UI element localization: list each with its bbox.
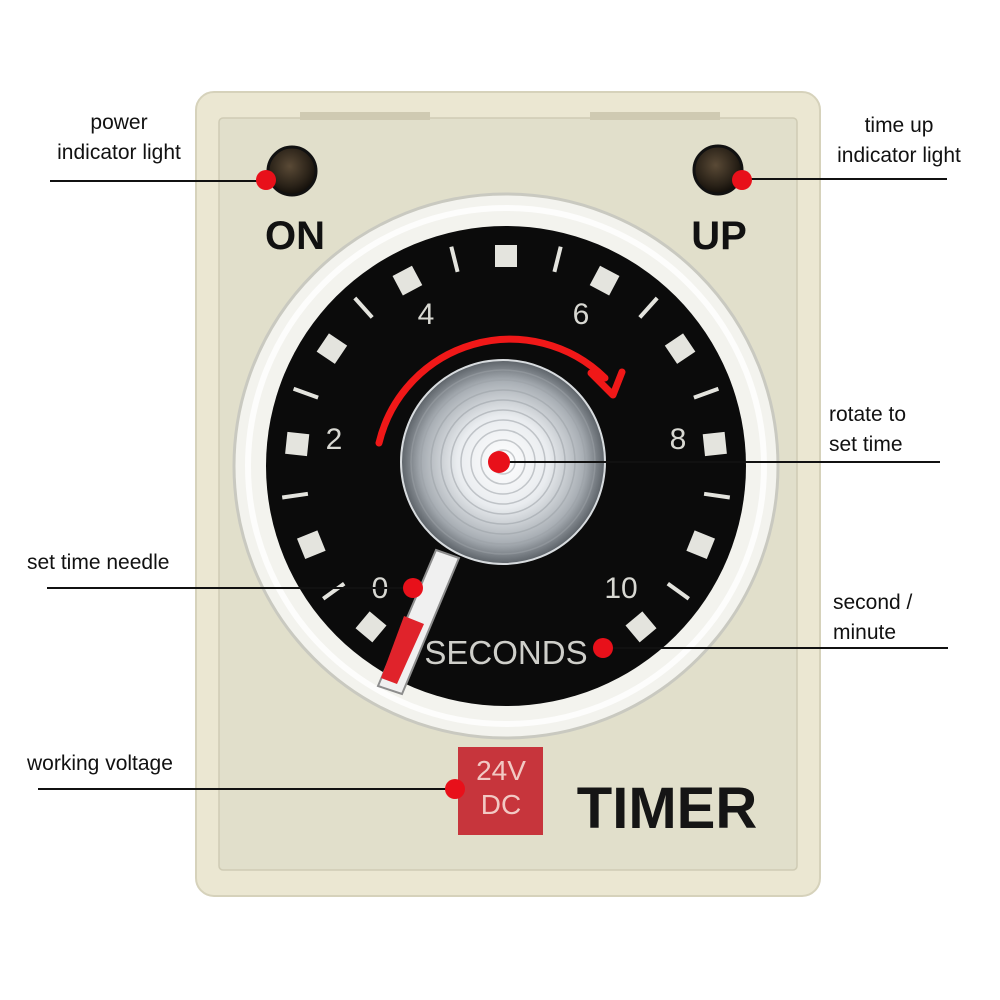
dial-major-tick (296, 530, 326, 560)
time-up-callout: time up indicator light (823, 111, 975, 171)
time-up-callout-line2: indicator light (837, 144, 961, 167)
power-light-callout-line1: power (90, 111, 148, 134)
needle-red-tip (381, 616, 424, 684)
dial-number-10: 10 (604, 572, 637, 605)
dial-major-tick (589, 265, 620, 296)
unit-marker (593, 638, 613, 658)
voltage-marker (445, 779, 465, 799)
dial-major-tick (316, 333, 348, 364)
dial-major-tick (625, 611, 657, 643)
dial-major-tick (285, 431, 310, 457)
dial-number-6: 6 (573, 298, 590, 331)
dial-minor-tick (353, 296, 374, 319)
dial-minor-tick (666, 581, 690, 601)
dial-major-tick (702, 431, 727, 457)
needle-callout: set time needle (27, 548, 169, 578)
dial-major-tick (686, 530, 716, 560)
dial-minor-tick (703, 491, 731, 500)
knob-grip-rings (410, 369, 596, 555)
dial-major-tick (392, 265, 423, 296)
time-up-callout-line1: time up (864, 114, 934, 137)
dial-minor-tick (638, 296, 659, 319)
voltage-callout: working voltage (27, 749, 173, 779)
dial-number-2: 2 (326, 423, 343, 456)
dial-major-tick (664, 333, 696, 364)
dial-tick-marks (281, 245, 731, 643)
unit-callout-line2: minute (833, 621, 897, 644)
dial-numbers: 0 2 4 6 8 10 (326, 298, 687, 605)
voltage-badge-line1: 24V (476, 755, 526, 786)
voltage-badge-line2: DC (481, 789, 521, 820)
knob-marker (488, 451, 510, 473)
set-time-needle[interactable] (376, 548, 461, 696)
dial-unit-label: SECONDS (424, 634, 587, 671)
voltage-callout-line1: working voltage (27, 752, 173, 775)
power-indicator-light (266, 145, 318, 197)
top-slot-right (590, 112, 720, 120)
dial-minor-tick (449, 246, 460, 273)
dial-cover-ring (245, 205, 767, 727)
dial-minor-tick (693, 386, 720, 400)
rotate-callout-line1: rotate to (829, 403, 907, 426)
power-light-callout-line2: indicator light (57, 141, 181, 164)
dial-number-4: 4 (418, 298, 435, 331)
needle-callout-line1: set time needle (27, 551, 170, 574)
dial-minor-tick (322, 581, 346, 601)
power-light-callout: power indicator light (46, 108, 192, 168)
needle-marker (403, 578, 423, 598)
top-slot-left (300, 112, 430, 120)
unit-callout-line1: second / (833, 591, 913, 614)
dial-major-tick (355, 611, 387, 643)
unit-callout: second / minute (833, 588, 912, 648)
rotate-callout: rotate to set time (829, 400, 906, 460)
time-up-marker (732, 170, 752, 190)
dial-minor-tick (552, 246, 563, 273)
dial-number-8: 8 (670, 423, 687, 456)
up-label: UP (691, 214, 747, 258)
dial-minor-tick (281, 491, 309, 500)
rotation-arrowhead-icon (587, 368, 626, 399)
dial-minor-tick (292, 386, 319, 400)
timer-brand-label: TIMER (577, 776, 757, 841)
dial-major-tick (495, 245, 517, 267)
rotation-arrow-icon (375, 335, 609, 447)
rotate-callout-line2: set time (829, 433, 903, 456)
on-label: ON (265, 214, 325, 258)
power-light-marker (256, 170, 276, 190)
voltage-badge (458, 747, 543, 835)
